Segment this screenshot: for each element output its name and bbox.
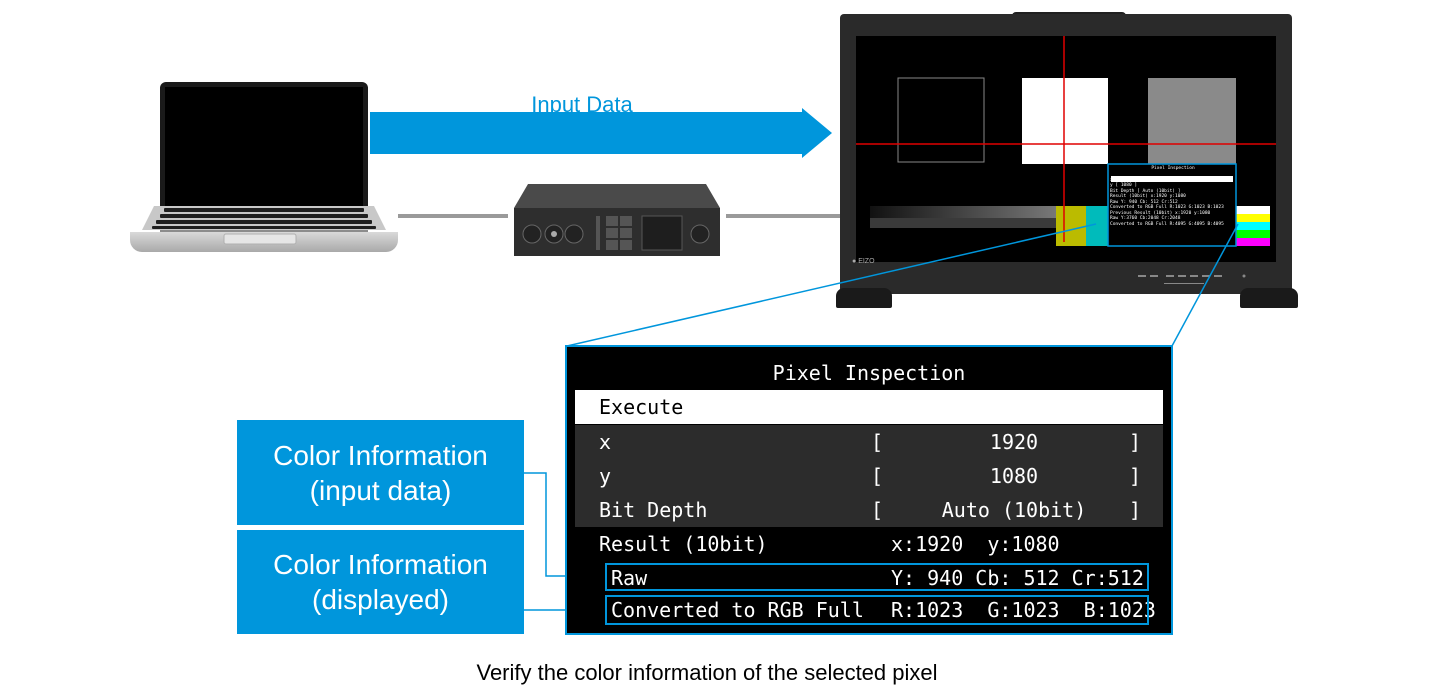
raw-label: Raw [611, 566, 648, 590]
osd-settings-bg [575, 425, 1163, 527]
bracket-close: ] [1129, 498, 1142, 522]
bracket-close: ] [1129, 430, 1142, 454]
mini-osd-line: y [ 1080 ] [1110, 183, 1138, 188]
osd-row-value: 1080 [989, 464, 1039, 488]
converted-value: R:1023 G:1023 B:1023 [891, 598, 1156, 622]
laptop-screen [165, 87, 363, 228]
cable-left [398, 214, 508, 218]
osd-title: Pixel Inspection [772, 361, 966, 385]
raw-highlight-box [605, 563, 1149, 591]
callout-displayed-line1: Color Information [273, 549, 488, 580]
caption: Verify the color information of the sele… [476, 660, 938, 685]
osd-row-x[interactable]: x [ 1920 ] [575, 425, 1163, 459]
callout-input-line2: (input data) [309, 474, 452, 506]
mini-osd-line: Result (10bit) x:1920 y:1080 [1110, 194, 1186, 199]
osd-row-value: Auto (10bit) [941, 498, 1087, 522]
osd-raw-row: Raw Y: 940 Cb: 512 Cr:512 [575, 561, 1163, 595]
osd-row-y[interactable]: y [ 1080 ] [575, 459, 1163, 493]
monitor-foot-left [836, 288, 892, 308]
input-data-arrow [370, 112, 804, 154]
osd-converted-row: Converted to RGB Full R:1023 G:1023 B:10… [575, 593, 1163, 627]
result-value: x:1920 y:1080 [891, 532, 1060, 556]
callout-input-data: Color Information (input data) [237, 420, 524, 525]
mini-osd-line: Raw Y:3760 Cb:2048 Cr:2048 [1110, 216, 1181, 221]
mini-osd-line: Raw Y: 940 Cb: 512 Cr:512 [1110, 199, 1178, 205]
osd-result-row: Result (10bit) x:1920 y:1080 [575, 527, 1163, 561]
monitor-brand-text: EIZO [858, 258, 875, 265]
arrow-head [802, 108, 832, 158]
monitor-foot-right [1240, 288, 1298, 308]
bracket-open: [ [871, 498, 884, 522]
mini-osd-line: Converted to RGB Full R:4095 G:4095 B:40… [1110, 221, 1224, 227]
osd-row-value: 1920 [989, 430, 1039, 454]
mini-osd-execute: Execute [1110, 171, 1129, 177]
callout-displayed-line2: (displayed) [312, 584, 449, 615]
monitor-screen: Pixel Inspection Execute x [ 1920 ] y [ … [856, 36, 1276, 262]
bracket-open: [ [871, 464, 884, 488]
test-pattern [856, 36, 1276, 247]
pixel-inspection-osd: Pixel Inspection Execute x [ 1920 ] y [ … [575, 355, 1163, 635]
osd-execute-item[interactable]: Execute [575, 390, 1163, 424]
bracket-open: [ [871, 430, 884, 454]
mini-osd-title: Pixel Inspection [1151, 166, 1195, 171]
mini-osd-line: Bit Depth [ Auto (10bit) ] [1110, 188, 1181, 194]
monitor-brand-logo: ● EIZO [852, 258, 875, 265]
converted-highlight-box [605, 595, 1149, 625]
mini-osd: Pixel Inspection Execute x [ 1920 ] y [ … [1110, 166, 1236, 227]
osd-row-label: x [599, 430, 612, 454]
osd-row-label: y [599, 464, 612, 488]
callout-displayed: Color Information (displayed) [237, 530, 524, 634]
bracket-close: ] [1129, 464, 1142, 488]
input-data-label: Input Data [531, 92, 633, 117]
mini-osd-line: Converted to RGB Full R:1023 G:1023 B:10… [1110, 205, 1224, 210]
callout-input-line1: Color Information [273, 439, 488, 471]
signal-generator-device [514, 184, 720, 256]
keyboard-keys [142, 206, 386, 245]
osd-row-bit-depth[interactable]: Bit Depth [ Auto (10bit) ] [575, 493, 1163, 527]
osd-row-label: Bit Depth [599, 498, 708, 522]
converted-label: Converted to RGB Full [611, 598, 864, 622]
monitor-buttons [1138, 274, 1246, 284]
mini-osd-line: Previous Result (10bit) x:1920 y:1080 [1110, 210, 1211, 216]
result-label: Result (10bit) [599, 532, 768, 556]
cable-right [726, 214, 844, 218]
raw-value: Y: 940 Cb: 512 Cr:512 [891, 566, 1144, 590]
mini-osd-line: x [ 1920 ] [1110, 177, 1138, 183]
